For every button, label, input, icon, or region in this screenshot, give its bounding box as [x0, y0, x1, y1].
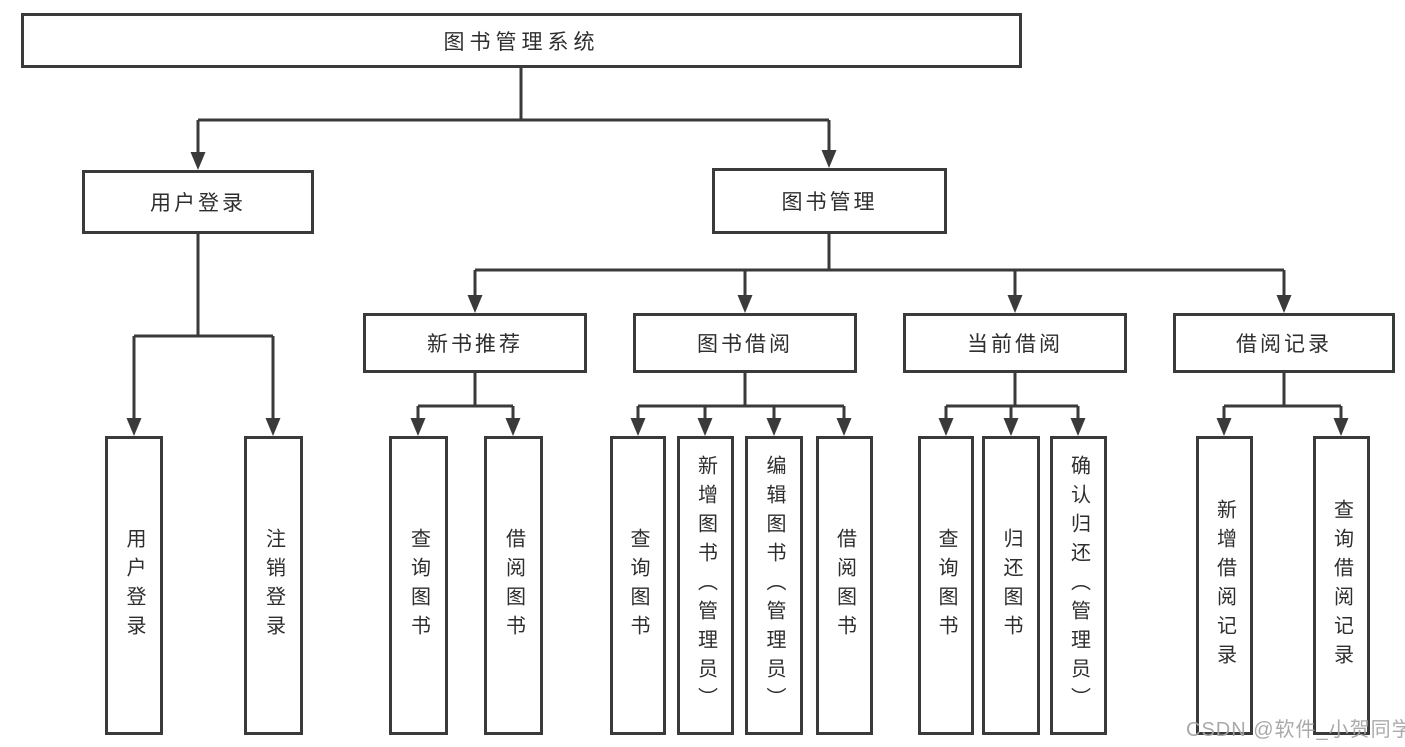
connector-mgmt-to-level2 — [473, 234, 1286, 296]
csdn-watermark: CSDN @软件_小贺同学 — [1186, 719, 1405, 741]
leaf-label: 借阅图书 — [502, 527, 525, 644]
leaf-return-books: 归还图书 — [982, 436, 1040, 735]
leaf-label: 借阅图书 — [833, 527, 856, 644]
arrowheads-records-leaves — [1216, 418, 1349, 436]
leaf-edit-books-admin: 编辑图书（管理员） — [745, 436, 803, 735]
arrowheads-borrow-leaves — [630, 418, 852, 436]
leaf-logout: 注销登录 — [244, 436, 303, 735]
node-book-borrowing: 图书借阅 — [633, 313, 857, 373]
connector-records-to-leaves — [1222, 373, 1343, 419]
leaf-query-books: 查询图书 — [610, 436, 666, 735]
connector-current-to-leaves — [944, 373, 1080, 419]
node-current-borrowing: 当前借阅 — [903, 313, 1127, 373]
leaf-add-borrow-record: 新增借阅记录 — [1196, 436, 1253, 735]
leaf-add-books-admin: 新增图书（管理员） — [677, 436, 734, 735]
arrowheads-login-leaves — [126, 418, 281, 436]
node-new-book-recommend: 新书推荐 — [363, 313, 587, 373]
arrowheads-level2 — [467, 295, 1292, 313]
node-borrowing-records: 借阅记录 — [1173, 313, 1395, 373]
node-label: 新书推荐 — [427, 333, 523, 356]
arrowheads-current-leaves — [938, 418, 1086, 436]
connector-root-to-level1 — [196, 67, 831, 153]
arrowheads-level1 — [190, 150, 837, 170]
node-label: 借阅记录 — [1236, 333, 1332, 356]
leaf-query-borrow-record: 查询借阅记录 — [1313, 436, 1370, 735]
leaf-query-books: 查询图书 — [918, 436, 974, 735]
arrowheads-new-leaves — [410, 418, 521, 436]
node-label: 图书借阅 — [697, 333, 793, 356]
leaf-label: 新增图书（管理员） — [694, 455, 717, 716]
connector-login-to-leaves — [132, 234, 275, 419]
leaf-label: 查询借阅记录 — [1330, 498, 1353, 673]
leaf-borrow-books: 借阅图书 — [484, 436, 543, 735]
leaf-label: 新增借阅记录 — [1213, 498, 1236, 673]
leaf-label: 确认归还（管理员） — [1067, 455, 1090, 716]
leaf-label: 注销登录 — [262, 527, 285, 644]
leaf-label: 归还图书 — [1000, 527, 1022, 644]
leaf-confirm-return-admin: 确认归还（管理员） — [1050, 436, 1107, 735]
node-book-management-system: 图书管理系统 — [21, 13, 1022, 68]
leaf-label: 用户登录 — [123, 527, 145, 644]
node-label: 图书管理 — [781, 191, 878, 214]
node-user-login: 用户登录 — [82, 170, 314, 234]
leaf-label: 查询图书 — [407, 527, 430, 644]
node-book-management: 图书管理 — [712, 168, 947, 234]
leaf-label: 查询图书 — [935, 527, 957, 644]
leaf-borrow-books: 借阅图书 — [816, 436, 873, 735]
node-label: 图书管理系统 — [443, 30, 600, 54]
leaf-label: 查询图书 — [627, 527, 649, 644]
leaf-query-books: 查询图书 — [389, 436, 448, 735]
node-label: 用户登录 — [150, 192, 246, 215]
connector-new-to-leaves — [416, 373, 515, 419]
node-label: 当前借阅 — [967, 333, 1063, 356]
leaf-user-login: 用户登录 — [105, 436, 163, 735]
connector-borrow-to-leaves — [636, 373, 846, 419]
leaf-label: 编辑图书（管理员） — [763, 455, 785, 716]
